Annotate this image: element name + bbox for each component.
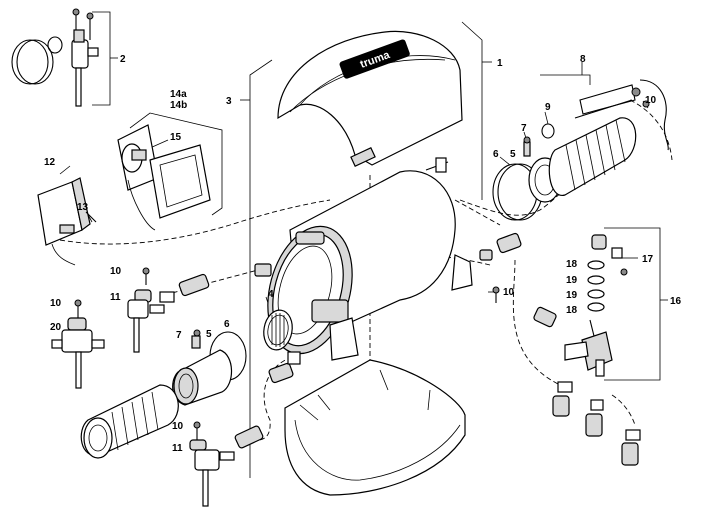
callout-7: 7 [176, 330, 182, 341]
callout-10: 10 [110, 266, 122, 277]
callout-18: 18 [566, 305, 578, 316]
bottom-cover-shell [284, 359, 466, 496]
callout-7: 7 [521, 123, 527, 134]
bottom-valve-assembly [189, 351, 301, 507]
right-duct-assembly [479, 79, 669, 303]
callout-3: 3 [226, 96, 232, 107]
callout-14b: 14b [170, 100, 187, 111]
callout-18: 18 [566, 259, 578, 270]
left-valve-assembly [51, 263, 272, 389]
callout-10: 10 [50, 298, 62, 309]
callout-19: 19 [566, 275, 578, 286]
callout-labels: 1 2 3 4 5 5 6 6 7 7 8 9 10 10 10 10 10 1… [44, 54, 682, 454]
callout-4: 4 [268, 289, 274, 300]
callout-16: 16 [670, 296, 682, 307]
callout-2: 2 [120, 54, 126, 65]
callout-12: 12 [44, 157, 56, 168]
upper-corrugated-hose [548, 117, 637, 196]
callout-8: 8 [580, 54, 586, 65]
callout-5: 5 [206, 329, 212, 340]
callout-17: 17 [642, 254, 654, 265]
left-duct-assembly [172, 329, 247, 406]
drain-valve-assembly [533, 234, 641, 466]
callout-6: 6 [224, 319, 230, 330]
top-cover-shell: truma [277, 30, 463, 167]
callout-6: 6 [493, 149, 499, 160]
callout-5: 5 [510, 149, 516, 160]
part-2-valve-assembly [11, 8, 99, 107]
callout-13: 13 [77, 202, 89, 213]
callout-10: 10 [645, 95, 657, 106]
callout-1: 1 [497, 58, 503, 69]
control-panel [117, 124, 211, 231]
callout-15: 15 [170, 132, 182, 143]
callout-10: 10 [503, 287, 515, 298]
callout-20: 20 [50, 322, 62, 333]
callout-14a: 14a [170, 89, 187, 100]
callout-11: 11 [172, 443, 183, 454]
callout-11: 11 [110, 292, 121, 303]
electronic-box [37, 177, 97, 266]
part-4-inner-tube [263, 309, 293, 351]
callout-10: 10 [172, 421, 184, 432]
lower-corrugated-hose [80, 384, 179, 459]
callout-9: 9 [545, 102, 551, 113]
callout-19: 19 [566, 290, 578, 301]
